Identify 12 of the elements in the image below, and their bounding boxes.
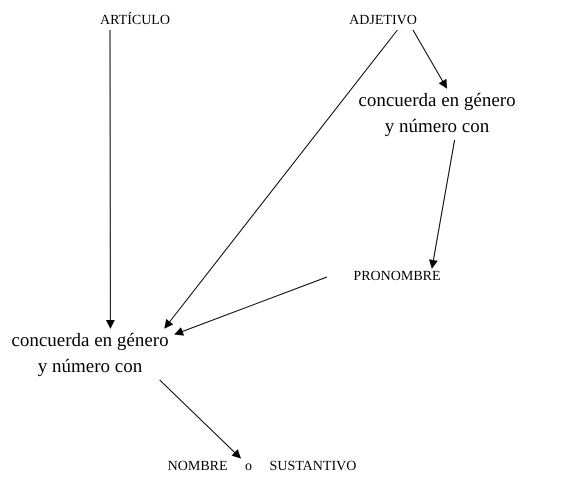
arrow xyxy=(174,276,328,336)
node-label: ADJETIVO xyxy=(323,12,443,30)
arrow xyxy=(428,140,456,269)
arrow xyxy=(159,380,242,459)
node-label: ARTÍCULO xyxy=(85,12,185,30)
arrow xyxy=(412,30,448,89)
arrow xyxy=(106,30,115,329)
node-label: concuerda en género y número con xyxy=(357,88,517,140)
arrow xyxy=(164,30,398,329)
node-label: NOMBRE o SUSTANTIVO xyxy=(142,458,382,476)
node-label: concuerda en género y número con xyxy=(5,328,175,380)
node-label: PRONOMBRE xyxy=(327,268,467,286)
